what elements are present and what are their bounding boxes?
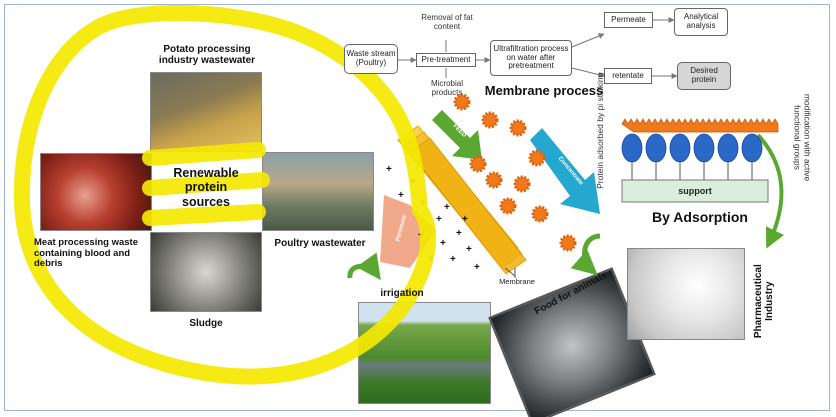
protein-blobs	[453, 93, 577, 252]
desired-protein-box: Desired protein	[677, 62, 731, 90]
sludge-photo	[150, 232, 262, 312]
poultry-wastewater-photo	[262, 152, 374, 231]
svg-text:+: +	[398, 190, 404, 201]
meat-waste-label: Meat processing waste containing blood a…	[34, 237, 139, 270]
renewable-protein-label: Renewable protein sources	[173, 166, 239, 209]
adsorption-structure	[621, 118, 779, 203]
pharmaceutical-industry-label: Pharmaceutical Industry	[752, 264, 775, 339]
irrigation-curve-arrow	[347, 252, 381, 281]
support-bar	[621, 179, 769, 203]
irrigation-label: irrigation	[380, 288, 424, 299]
support-label: support	[678, 186, 712, 196]
by-adsorption-title: By Adsorption	[652, 209, 748, 225]
svg-text:+: +	[456, 228, 462, 239]
fat-removal-label: Removal of fat content	[421, 13, 473, 31]
analytical-analysis-box: Analytical analysis	[674, 8, 728, 36]
microbial-products-label: Microbial products	[430, 79, 463, 97]
meat-waste-photo	[40, 153, 152, 231]
svg-text:+: +	[444, 202, 450, 213]
svg-text:+: +	[474, 262, 480, 273]
pharma-curve-arrow	[756, 133, 784, 249]
pi-stacking-label: Protein adsorbed by pi stalking	[595, 72, 606, 189]
poultry-wastewater-label: Poultry wastewater	[274, 238, 366, 249]
svg-text:+: +	[466, 244, 472, 255]
svg-text:+: +	[462, 214, 468, 225]
retentate-box: retentate	[604, 68, 652, 84]
permeate-box: Permeate	[604, 12, 653, 28]
svg-text:+: +	[440, 238, 446, 249]
pills-photo	[627, 248, 745, 340]
membrane-process-title: Membrane process	[484, 83, 604, 98]
functional-groups-label: modification with active functional grou…	[793, 93, 813, 182]
svg-text:+: +	[450, 254, 456, 265]
highlighter-loop	[13, 4, 437, 385]
ultrafiltration-box: Ultrafiltration process on water after p…	[490, 40, 572, 76]
svg-text:+: +	[386, 164, 392, 175]
feed-arrow	[432, 110, 482, 160]
active-groups	[621, 118, 779, 133]
membrane-stack	[397, 125, 527, 278]
food-curve-arrow	[570, 233, 601, 276]
membrane-label: Membrane	[499, 277, 535, 286]
sludge-label: Sludge	[189, 318, 223, 329]
svg-text:+: +	[436, 214, 442, 225]
adsorbed-proteins	[621, 133, 763, 163]
waste-stream-box: Waste stream (Poultry)	[344, 44, 398, 74]
concentrate-arrow	[530, 128, 600, 214]
flowchart-connectors	[398, 17, 678, 79]
diagram-frame	[4, 4, 830, 411]
pretreatment-box: Pre-treatment	[416, 53, 476, 67]
potato-wastewater-label: Potato processing industry wastewater	[158, 44, 256, 67]
